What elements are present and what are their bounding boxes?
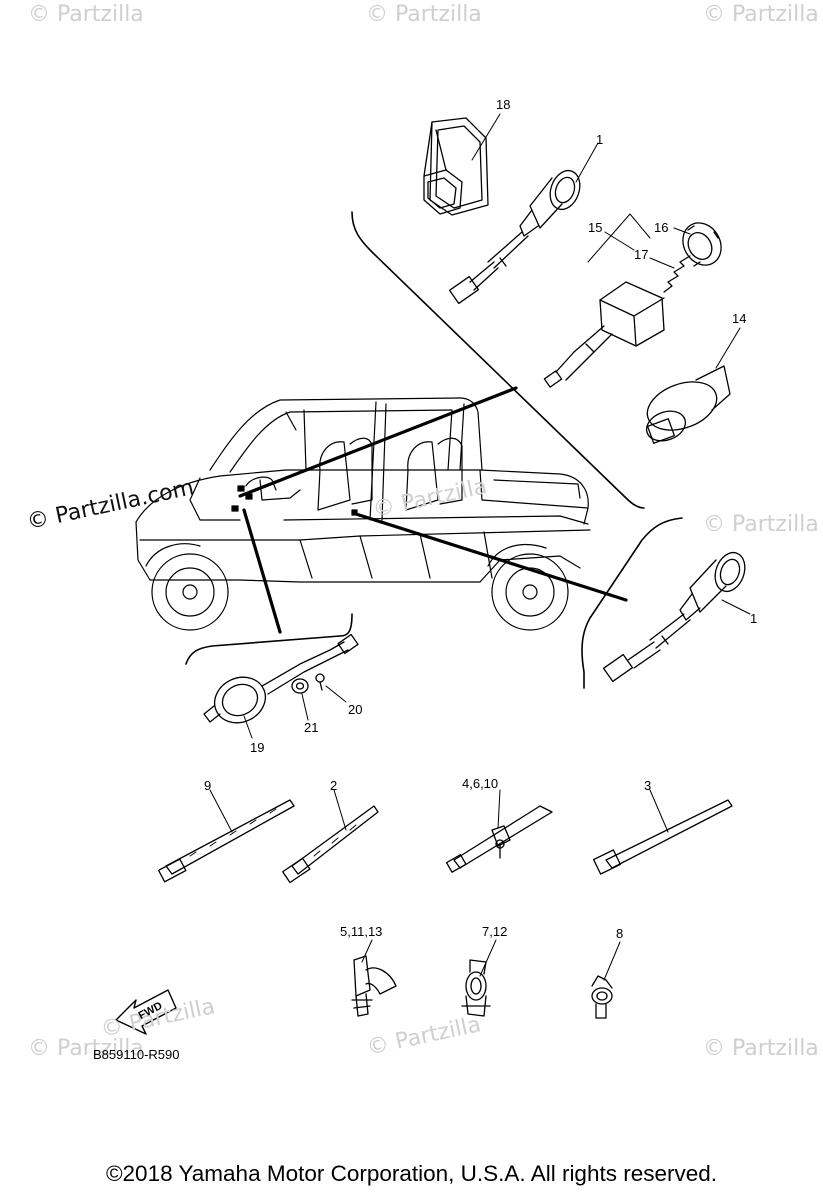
callout-21: 21 — [304, 720, 319, 735]
watermark-3: © Partzilla — [703, 2, 819, 27]
part-1-socket-right — [602, 551, 746, 683]
leader-17 — [649, 257, 675, 269]
pointer-line-bottom — [242, 508, 282, 634]
watermark-6: © Partzilla — [28, 1036, 144, 1061]
leader-9 — [209, 789, 233, 833]
leader-18 — [471, 113, 501, 161]
leader-8 — [603, 941, 621, 981]
part-5-11-13-clip — [351, 955, 397, 1017]
pointer-line-top — [238, 386, 518, 498]
callout-4-6-10: 4,6,10 — [462, 776, 499, 791]
callout-17: 17 — [634, 247, 649, 262]
detail-bracket-bottom-left — [185, 613, 353, 665]
vehicle-illustration — [135, 397, 591, 631]
leader-15 — [604, 231, 635, 251]
leader-14 — [715, 327, 741, 369]
callout-3: 3 — [644, 778, 652, 793]
part-15-switch-body — [543, 281, 665, 388]
part-16-knob — [682, 222, 722, 267]
leader-7-12 — [479, 939, 497, 977]
fwd-arrow-icon — [115, 989, 177, 1035]
part-18-switch-panel — [423, 117, 489, 216]
pointer-line-right — [354, 512, 628, 602]
part-1-socket-top — [448, 169, 581, 305]
bracket-15 — [587, 213, 651, 263]
callout-19: 19 — [250, 740, 265, 755]
part-7-12-clip — [461, 959, 491, 1017]
watermark-1: © Partzilla — [28, 2, 144, 27]
callout-14: 14 — [732, 311, 747, 326]
leader-3 — [649, 789, 669, 833]
callout-7-12: 7,12 — [482, 924, 508, 939]
leader-5-11-13 — [361, 939, 373, 963]
leader-1-top — [575, 142, 599, 183]
callout-2: 2 — [330, 778, 338, 793]
part-14-switch — [645, 365, 731, 444]
detail-bracket-right — [581, 517, 683, 689]
part-2-cable-tie — [282, 805, 379, 884]
part-19-buzzer — [203, 633, 359, 724]
watermark-8: © Partzilla — [703, 1036, 819, 1061]
callout-1-top: 1 — [596, 132, 604, 147]
part-17-spring — [663, 255, 691, 293]
part-9-cable-tie — [157, 799, 295, 883]
callout-15: 15 — [588, 220, 603, 235]
leader-21 — [301, 693, 309, 721]
callout-5-11-13: 5,11,13 — [340, 924, 383, 939]
callout-18: 18 — [496, 97, 511, 112]
detail-bracket-top — [351, 211, 645, 509]
leader-19 — [243, 715, 253, 739]
callout-20: 20 — [348, 702, 363, 717]
part-4-6-10-clamp-tie — [445, 805, 553, 873]
leader-4-6-10 — [497, 789, 501, 829]
part-21-grommet — [291, 678, 309, 694]
copyright-notice: ©2018 Yamaha Motor Corporation, U.S.A. A… — [105, 1161, 718, 1186]
callout-9: 9 — [204, 778, 212, 793]
leader-2 — [333, 789, 347, 831]
callout-8: 8 — [616, 926, 624, 941]
part-8-clip — [591, 975, 613, 1019]
reference-code: B859110-R590 — [93, 1047, 180, 1062]
callout-16: 16 — [654, 220, 669, 235]
leader-16 — [673, 227, 691, 235]
watermark-2: © Partzilla — [366, 2, 482, 27]
leader-20 — [325, 685, 347, 703]
leader-1-right — [721, 599, 751, 615]
part-20-screw — [315, 673, 325, 691]
part-3-cable-tie — [592, 799, 733, 875]
watermark-5: © Partzilla — [703, 512, 819, 537]
callout-1-right: 1 — [750, 611, 758, 626]
